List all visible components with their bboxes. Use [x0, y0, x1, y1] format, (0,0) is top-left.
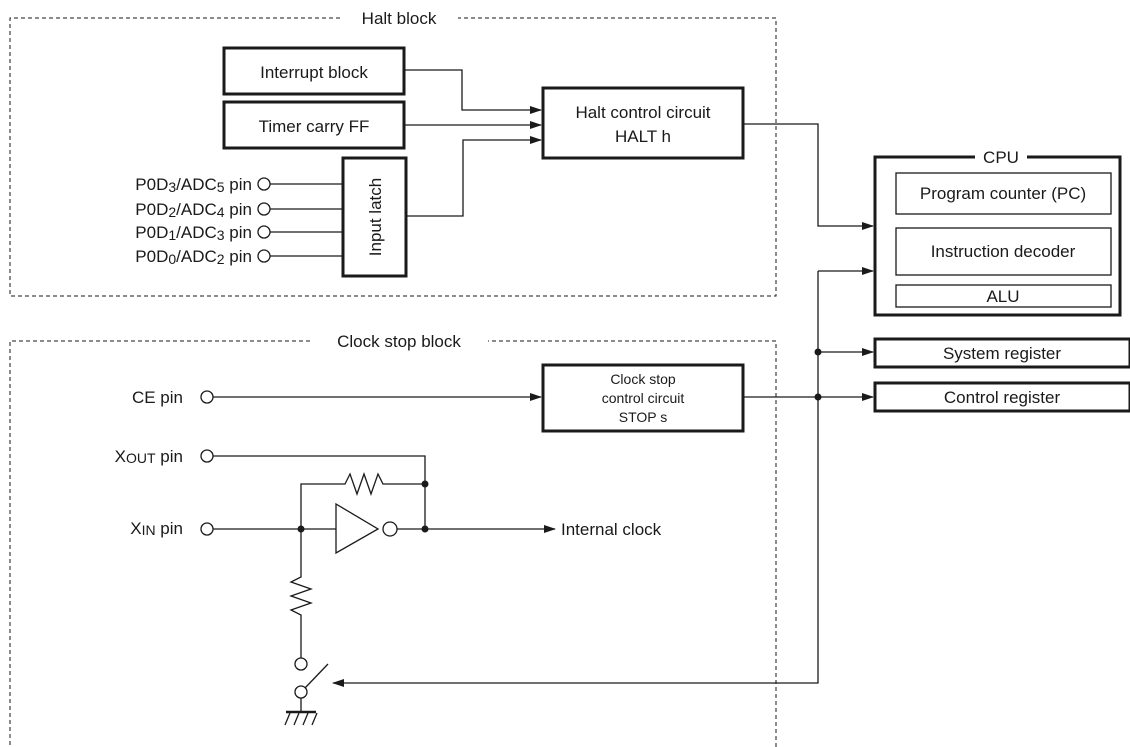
system-register-box	[873, 337, 1130, 369]
halt-block-title: Halt block	[362, 9, 437, 28]
pin-wires	[270, 183, 343, 257]
cpu-block: CPU Program counter (PC) Instruction dec…	[873, 148, 1122, 317]
program-counter-box	[895, 172, 1112, 215]
inverter-icon	[335, 502, 380, 555]
pin-terminal-icon	[257, 225, 271, 239]
halt-block: Halt block Interrupt block Timer carry F…	[9, 9, 777, 297]
junction-dot	[814, 393, 822, 401]
halt-block-border	[9, 17, 777, 297]
control-register-label: Control register	[944, 388, 1061, 407]
ce-pin-label: CE pin	[132, 388, 183, 407]
system-register-label: System register	[943, 344, 1061, 363]
program-counter-label: Program counter (PC)	[920, 184, 1086, 203]
feedback-resistor-icon	[300, 472, 425, 529]
instruction-decoder-box	[895, 227, 1112, 276]
timer-carry-ff-label: Timer carry FF	[259, 117, 370, 136]
clock-stop-block-border	[9, 340, 777, 747]
inverter-bubble-icon	[382, 521, 398, 537]
interrupt-block-label: Interrupt block	[260, 63, 368, 82]
interrupt-to-halt-wire	[404, 69, 542, 114]
ce-pin-terminal-icon	[200, 390, 214, 404]
input-latch-label: Input latch	[366, 178, 385, 256]
pin-label-p0d0: P0D0/ADC2 pin	[135, 247, 252, 267]
pin-terminal-icon	[257, 202, 271, 216]
cpu-title: CPU	[983, 148, 1019, 167]
latch-to-halt-wire	[406, 136, 542, 217]
halt-control-circuit-box	[541, 86, 745, 160]
pin-label-p0d3: P0D3/ADC5 pin	[135, 175, 252, 195]
xout-pin-terminal-icon	[200, 449, 214, 463]
pin-label-p0d2: P0D2/ADC4 pin	[135, 200, 252, 220]
xout-pin-label: XOUT pin	[115, 447, 183, 466]
interrupt-block-box	[222, 46, 406, 96]
ground-hatch-icon	[284, 712, 318, 726]
halt-pin-list: P0D3/ADC5 pin P0D2/ADC4 pin P0D1/ADC3 pi…	[135, 175, 343, 267]
pulldown-resistor-icon	[289, 529, 313, 658]
xin-pin-terminal-icon	[200, 522, 214, 536]
internal-clock-label: Internal clock	[561, 520, 662, 539]
halt-to-cpu-wire	[743, 123, 874, 230]
pin-label-p0d1: P0D1/ADC3 pin	[135, 223, 252, 243]
timer-carry-ff-box	[222, 100, 406, 150]
junction-dot	[421, 480, 429, 488]
clock-stop-line2: control circuit	[602, 390, 685, 406]
halt-control-line1: Halt control circuit	[575, 103, 710, 122]
junction-dot	[421, 525, 429, 533]
xin-pin-label: XIN pin	[130, 519, 183, 538]
clock-stop-circuit-box	[541, 363, 745, 433]
bus-vertical-wire	[332, 271, 819, 687]
clock-stop-line3: STOP s	[619, 409, 668, 425]
alu-label: ALU	[986, 287, 1019, 306]
halt-control-line2: HALT h	[615, 127, 671, 146]
clock-stop-block: Clock stop block Clock stop control circ…	[9, 332, 777, 747]
control-register-box	[873, 381, 1130, 413]
xout-wire	[213, 455, 426, 528]
alu-box	[895, 284, 1112, 308]
input-latch-box	[341, 156, 408, 278]
switch-contact-icon	[294, 657, 308, 671]
clock-stop-block-title: Clock stop block	[337, 332, 461, 351]
instruction-decoder-label: Instruction decoder	[931, 242, 1076, 261]
junction-dot	[814, 348, 822, 356]
clock-stop-line1: Clock stop	[610, 371, 676, 387]
pin-terminal-icon	[257, 177, 271, 191]
pin-terminal-icon	[257, 249, 271, 263]
switch-lever-icon	[304, 663, 329, 689]
